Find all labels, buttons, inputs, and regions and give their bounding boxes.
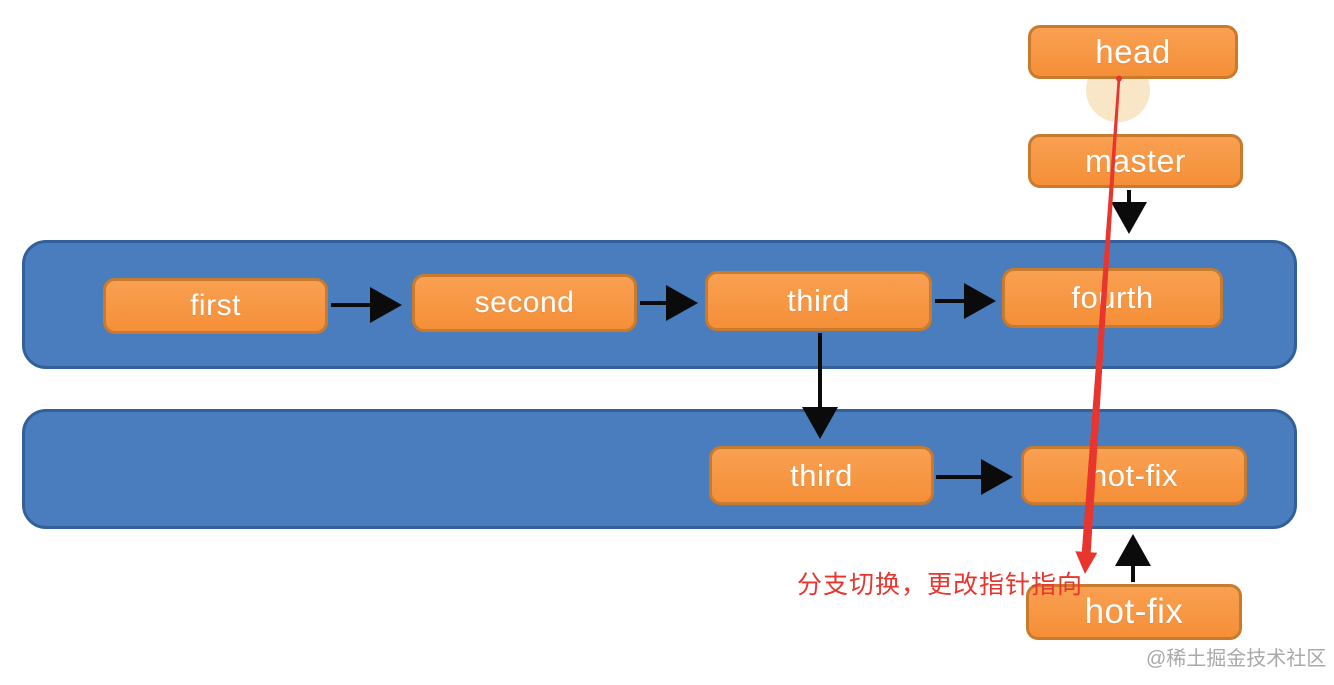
node-commit-first: first <box>103 278 328 334</box>
node-commit-third-hotfix: third <box>709 446 934 505</box>
node-hotfix-pointer: hot-fix <box>1026 584 1242 640</box>
node-commit-hotfix: hot-fix <box>1021 446 1247 505</box>
node-master: master <box>1028 134 1243 188</box>
node-commit-fourth: fourth <box>1002 268 1223 328</box>
annotation-text: 分支切换，更改指针指向 <box>797 571 1084 599</box>
node-commit-third: third <box>705 271 932 331</box>
watermark: @稀土掘金技术社区 <box>1146 648 1327 670</box>
node-commit-second: second <box>412 274 637 332</box>
node-head: head <box>1028 25 1238 79</box>
